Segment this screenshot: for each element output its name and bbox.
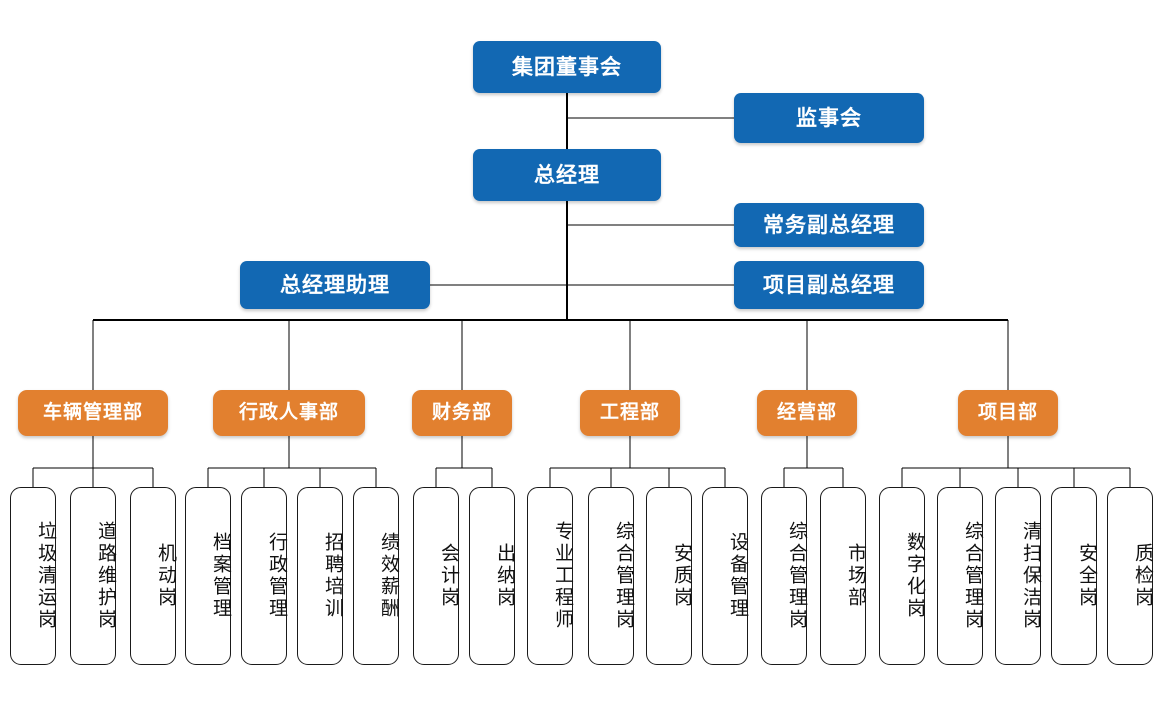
- node-label: 综合管理岗: [786, 521, 808, 631]
- post-node-recruit-training[interactable]: 招聘培训: [297, 487, 344, 665]
- node-label: 常务副总经理: [763, 212, 895, 237]
- node-label: 集团董事会: [512, 54, 622, 79]
- node-label: 总经理: [534, 162, 600, 187]
- department-node-finance[interactable]: 财务部: [412, 390, 512, 436]
- post-node-market-dept[interactable]: 市场部: [820, 487, 867, 665]
- node-label: 行政管理: [266, 532, 288, 620]
- post-node-road-maintenance[interactable]: 道路维护岗: [70, 487, 117, 665]
- node-label: 专业工程师: [552, 521, 574, 631]
- node-label: 综合管理岗: [962, 521, 984, 631]
- node-label: 招聘培训: [322, 532, 344, 620]
- post-node-digitalization[interactable]: 数字化岗: [879, 487, 926, 665]
- node-label: 数字化岗: [904, 532, 926, 620]
- post-node-ops-general-mgmt[interactable]: 综合管理岗: [761, 487, 808, 665]
- post-node-admin-mgmt[interactable]: 行政管理: [241, 487, 288, 665]
- node-label: 垃圾清运岗: [35, 521, 57, 631]
- node-label: 工程部: [599, 401, 660, 424]
- post-node-flex-duty[interactable]: 机动岗: [130, 487, 177, 665]
- exec-node-board[interactable]: 集团董事会: [473, 41, 661, 93]
- post-node-eng-general-mgmt[interactable]: 综合管理岗: [588, 487, 635, 665]
- node-label: 财务部: [431, 401, 492, 424]
- exec-node-gm-assistant[interactable]: 总经理助理: [240, 261, 430, 309]
- post-node-safety-post[interactable]: 安全岗: [1051, 487, 1098, 665]
- post-node-performance-pay[interactable]: 绩效薪酬: [353, 487, 400, 665]
- node-label: 会计岗: [438, 543, 460, 609]
- node-label: 道路维护岗: [95, 521, 117, 631]
- department-node-admin-hr[interactable]: 行政人事部: [213, 390, 365, 436]
- department-node-operations[interactable]: 经营部: [757, 390, 857, 436]
- post-node-equipment-mgmt[interactable]: 设备管理: [702, 487, 749, 665]
- node-label: 经营部: [776, 401, 837, 424]
- exec-node-exec-vice-gm[interactable]: 常务副总经理: [734, 203, 924, 247]
- node-label: 安质岗: [671, 543, 693, 609]
- post-node-professional-eng[interactable]: 专业工程师: [527, 487, 574, 665]
- node-label: 项目副总经理: [763, 272, 895, 297]
- node-label: 设备管理: [727, 532, 749, 620]
- post-node-cashier[interactable]: 出纳岗: [469, 487, 516, 665]
- exec-node-project-vice-gm[interactable]: 项目副总经理: [734, 261, 924, 309]
- node-label: 安全岗: [1076, 543, 1098, 609]
- exec-node-gm[interactable]: 总经理: [473, 149, 661, 201]
- post-node-records-mgmt[interactable]: 档案管理: [185, 487, 232, 665]
- node-label: 清扫保洁岗: [1020, 521, 1042, 631]
- node-label: 机动岗: [155, 543, 177, 609]
- post-node-accounting[interactable]: 会计岗: [413, 487, 460, 665]
- post-node-safety-quality[interactable]: 安质岗: [646, 487, 693, 665]
- exec-node-supervisory[interactable]: 监事会: [734, 93, 924, 143]
- node-label: 档案管理: [210, 532, 232, 620]
- post-node-waste-transport[interactable]: 垃圾清运岗: [10, 487, 57, 665]
- node-label: 出纳岗: [494, 543, 516, 609]
- node-label: 项目部: [977, 401, 1038, 424]
- node-label: 总经理助理: [280, 272, 390, 297]
- post-node-quality-check[interactable]: 质检岗: [1107, 487, 1154, 665]
- node-label: 市场部: [845, 543, 867, 609]
- department-node-engineering[interactable]: 工程部: [580, 390, 680, 436]
- node-label: 绩效薪酬: [378, 532, 400, 620]
- node-label: 综合管理岗: [613, 521, 635, 631]
- post-node-proj-general-mgmt[interactable]: 综合管理岗: [937, 487, 984, 665]
- node-label: 监事会: [796, 105, 862, 130]
- node-label: 行政人事部: [238, 401, 339, 424]
- department-node-vehicle[interactable]: 车辆管理部: [18, 390, 168, 436]
- node-label: 质检岗: [1132, 543, 1154, 609]
- department-node-project[interactable]: 项目部: [958, 390, 1058, 436]
- node-label: 车辆管理部: [42, 401, 143, 424]
- post-node-cleaning[interactable]: 清扫保洁岗: [995, 487, 1042, 665]
